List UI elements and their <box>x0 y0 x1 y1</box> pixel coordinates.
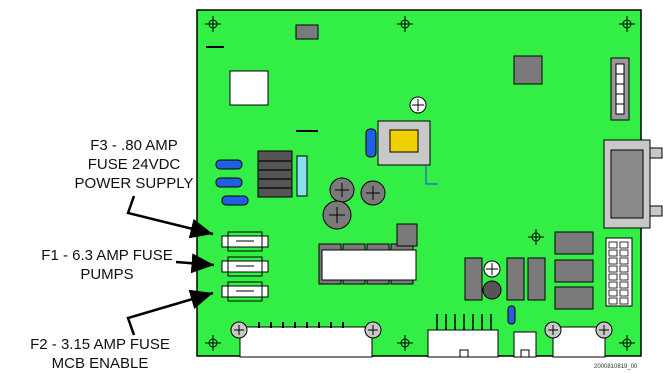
capacitor-icon <box>215 177 243 188</box>
relay <box>464 257 483 301</box>
inductor-coil <box>257 150 293 198</box>
ic-chip <box>513 55 543 85</box>
fuse-icon <box>221 281 269 302</box>
side-plug-connector <box>603 139 663 229</box>
potentiometer-icon <box>483 260 501 278</box>
f3-callout-arrow <box>126 195 214 239</box>
crosshair-icon <box>205 335 221 351</box>
f2-label: F2 - 3.15 AMP FUSE MCB ENABLE <box>30 336 170 372</box>
relay <box>554 286 594 310</box>
capacitor-icon <box>507 305 516 325</box>
crosshair-icon <box>205 16 221 32</box>
trace-line <box>425 165 438 185</box>
capacitor-icon <box>322 200 352 230</box>
crosshair-icon <box>619 335 635 351</box>
f1-callout-arrow <box>175 253 215 274</box>
capacitor-icon <box>215 159 243 170</box>
right-header-connector <box>610 57 630 121</box>
f2-callout-arrow <box>126 289 214 336</box>
top-chip <box>295 24 319 40</box>
fuse-icon <box>221 256 269 277</box>
relay <box>527 257 546 301</box>
pin-header <box>605 237 633 307</box>
capacitor-icon <box>482 280 502 300</box>
document-code: 2000810819_00 <box>594 364 638 370</box>
white-label-block <box>229 70 269 106</box>
crosshair-icon <box>397 335 413 351</box>
crosshair-icon <box>619 16 635 32</box>
relay <box>506 257 525 301</box>
screw-terminal-icon <box>544 321 613 358</box>
relay <box>554 231 594 255</box>
transformer <box>365 120 431 166</box>
capacitor-icon <box>221 195 249 206</box>
relay-bank <box>318 223 418 285</box>
relay <box>554 259 594 283</box>
screw-terminal-icon <box>230 321 382 358</box>
capacitor-icon <box>329 177 355 203</box>
f3-label: F3 - .80 AMP FUSE 24VDC POWER SUPPLY <box>74 137 194 192</box>
bottom-connector <box>427 314 499 358</box>
crosshair-icon <box>397 16 413 32</box>
small-connector <box>513 331 537 358</box>
f1-label: F1 - 6.3 AMP FUSE PUMPS <box>41 247 173 283</box>
crosshair-icon <box>528 229 544 245</box>
fuse-icon <box>221 231 269 252</box>
heatsink <box>296 155 308 197</box>
capacitor-icon <box>360 180 386 206</box>
potentiometer-icon <box>409 96 427 114</box>
